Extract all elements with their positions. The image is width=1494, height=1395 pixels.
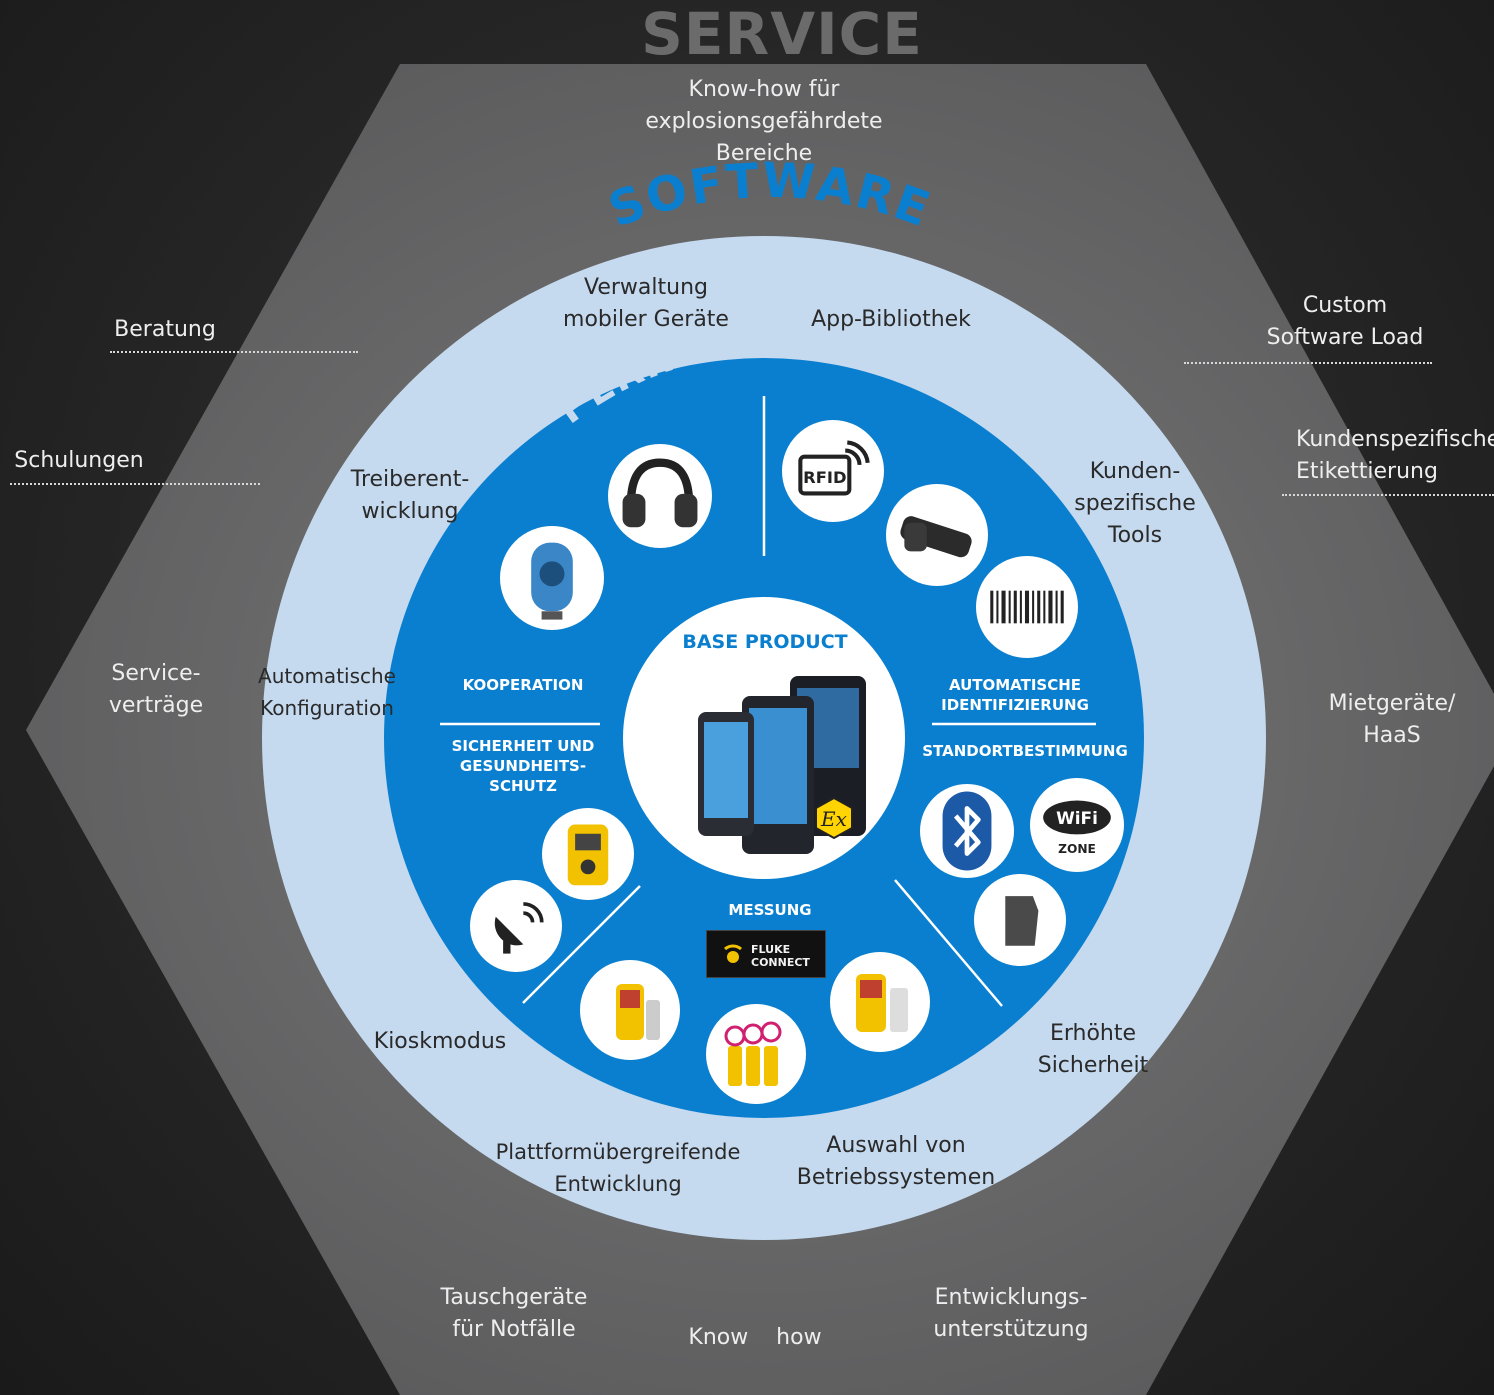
leader-beratung [110, 351, 358, 353]
category-auto-ident: AUTOMATISCHE IDENTIFIZIERUNG [941, 676, 1089, 714]
category-kooperation: KOOPERATION [462, 676, 584, 694]
category-sicherheit: SICHERHEIT UND GESUNDHEITS- SCHUTZ [451, 737, 595, 795]
svg-text:Ex: Ex [820, 807, 847, 831]
svg-text:CONNECT: CONNECT [751, 956, 810, 969]
thermal-imager-icon [830, 952, 930, 1052]
service-beratung: Beratung [114, 317, 216, 342]
leader-schulungen [10, 483, 260, 485]
thermal-camera-icon [580, 960, 680, 1060]
category-standort: STANDORTBESTIMMUNG [922, 742, 1128, 760]
software-auswahl: Auswahl von Betriebssystemen [796, 1133, 996, 1190]
service-custom-software: Custom Software Load [1266, 293, 1424, 350]
software-auto-konfig: Automatische Konfiguration [258, 664, 396, 720]
software-plattform: Plattformübergreifende Entwicklung [495, 1140, 741, 1196]
gas-detector-icon [542, 808, 634, 900]
leader-custom-software [1184, 362, 1432, 364]
software-app-bibliothek: App-Bibliothek [811, 307, 971, 332]
fluke-connect-logo: FLUKE CONNECT [706, 930, 826, 978]
software-treiber: Treiberent- wicklung [350, 467, 470, 524]
leader-kunden-etikett [1282, 494, 1494, 496]
remote-speaker-mic-icon [500, 526, 604, 630]
software-kunden-tools: Kunden- spezifische Tools [1074, 459, 1196, 548]
divider-lower-right [894, 879, 1003, 1007]
service-kunden-etikett: Kundenspezifische Etikettierung [1296, 427, 1494, 484]
handheld-scanner-icon [886, 484, 988, 586]
service-tauschgeraete: Tauschgeräte für Notfälle [440, 1285, 588, 1342]
software-verwaltung: Verwaltung mobiler Geräte [563, 275, 729, 332]
category-messung: MESSUNG [728, 901, 812, 919]
base-product-title: BASE PRODUCT [682, 631, 848, 653]
service-entwicklung: Entwicklungs- unterstützung [933, 1285, 1089, 1342]
base-product-devices: Ex [698, 676, 866, 854]
svg-text:FLUKE: FLUKE [751, 943, 790, 956]
svg-text:RFID: RFID [803, 468, 846, 487]
svg-text:WiFi: WiFi [1056, 808, 1098, 828]
service-title: SERVICE [641, 0, 923, 68]
clamp-meters-icon [706, 1004, 806, 1104]
service-schulungen: Schulungen [14, 448, 144, 473]
service-servicevertraege: Service- verträge [108, 661, 204, 718]
satellite-dish-icon [470, 880, 562, 972]
service-knowhow-ex: Know-how für explosionsgefährdete Bereic… [645, 77, 883, 166]
divider-lower-left [522, 885, 641, 1004]
service-mietgeraete: Mietgeräte/ HaaS [1328, 691, 1456, 748]
barcode-icon [976, 556, 1078, 658]
software-kiosk: Kioskmodus [373, 1029, 507, 1054]
software-erhoehte: Erhöhte Sicherheit [1037, 1021, 1149, 1078]
location-tag-icon [974, 874, 1066, 966]
service-know-how: Know how [688, 1325, 822, 1350]
bluetooth-icon [920, 784, 1014, 878]
svg-text:ZONE: ZONE [1058, 842, 1096, 856]
headset-icon [608, 444, 712, 548]
rfid-icon: RFID [782, 420, 884, 522]
